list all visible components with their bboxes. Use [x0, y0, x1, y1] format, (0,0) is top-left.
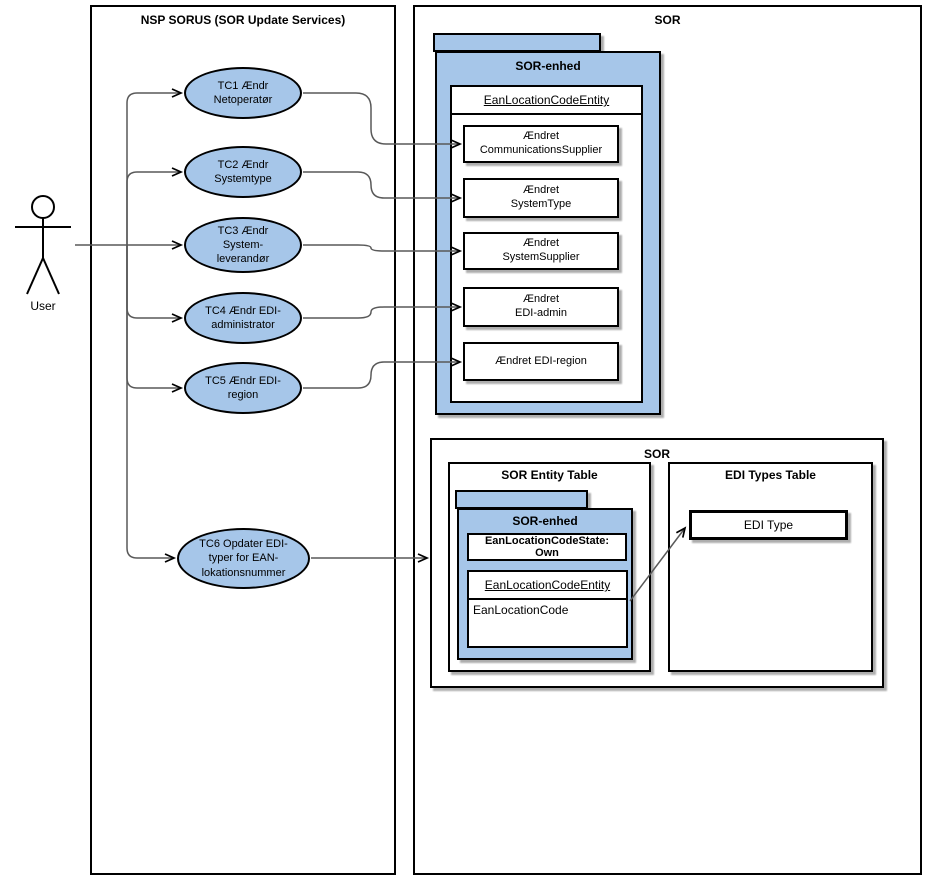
edi-types-table: EDI Types Table [668, 462, 873, 672]
event-aendret-systemtype: Ændret SystemType [463, 178, 619, 218]
ean-location-code-entity-header: EanLocationCodeEntity [452, 87, 641, 115]
ean-location-code-entity-box-bottom: EanLocationCodeEntity EanLocationCode [467, 570, 628, 648]
actor-user-figure [15, 195, 71, 295]
ean-location-code-entity-header-bottom: EanLocationCodeEntity [469, 572, 626, 600]
use-case-tc2: TC2 Ændr Systemtype [184, 146, 302, 198]
event-aendret-communicationssupplier: Ændret CommunicationsSupplier [463, 125, 619, 163]
ean-location-code-field: EanLocationCode [473, 603, 569, 617]
ean-location-code-entity-title: EanLocationCodeEntity [483, 93, 610, 107]
use-case-tc5: TC5 Ændr EDI- region [184, 362, 302, 414]
edi-types-table-title: EDI Types Table [725, 468, 816, 482]
sor-entity-table-title: SOR Entity Table [501, 468, 598, 482]
sor-enhed-folder-bottom-title: SOR-enhed [512, 514, 578, 528]
sor-enhed-folder-tab [433, 33, 601, 52]
ean-location-code-state-box: EanLocationCodeState: Own [467, 533, 627, 561]
actor-user-label: User [30, 299, 56, 313]
sor-enhed-folder-title: SOR-enhed [515, 59, 581, 73]
sor-boundary-title: SOR [654, 13, 681, 27]
event-aendret-edi-admin: Ændret EDI-admin [463, 287, 619, 327]
use-case-tc1: TC1 Ændr Netoperatør [184, 67, 302, 119]
use-case-tc3: TC3 Ændr System- leverandør [184, 217, 302, 273]
sor-enhed-folder-tab-bottom [455, 490, 588, 509]
edi-type-box: EDI Type [689, 510, 848, 540]
use-case-tc4: TC4 Ændr EDI- administrator [184, 292, 302, 344]
use-case-tc6: TC6 Opdater EDI- typer for EAN- lokation… [177, 528, 310, 589]
sor-inner-panel-title: SOR [643, 447, 670, 461]
left-system-boundary: NSP SORUS (SOR Update Services) [90, 5, 396, 875]
ean-location-code-entity-title-bottom: EanLocationCodeEntity [484, 578, 611, 592]
event-aendret-systemsupplier: Ændret SystemSupplier [463, 232, 619, 270]
left-boundary-title: NSP SORUS (SOR Update Services) [140, 13, 346, 27]
event-aendret-edi-region: Ændret EDI-region [463, 342, 619, 381]
